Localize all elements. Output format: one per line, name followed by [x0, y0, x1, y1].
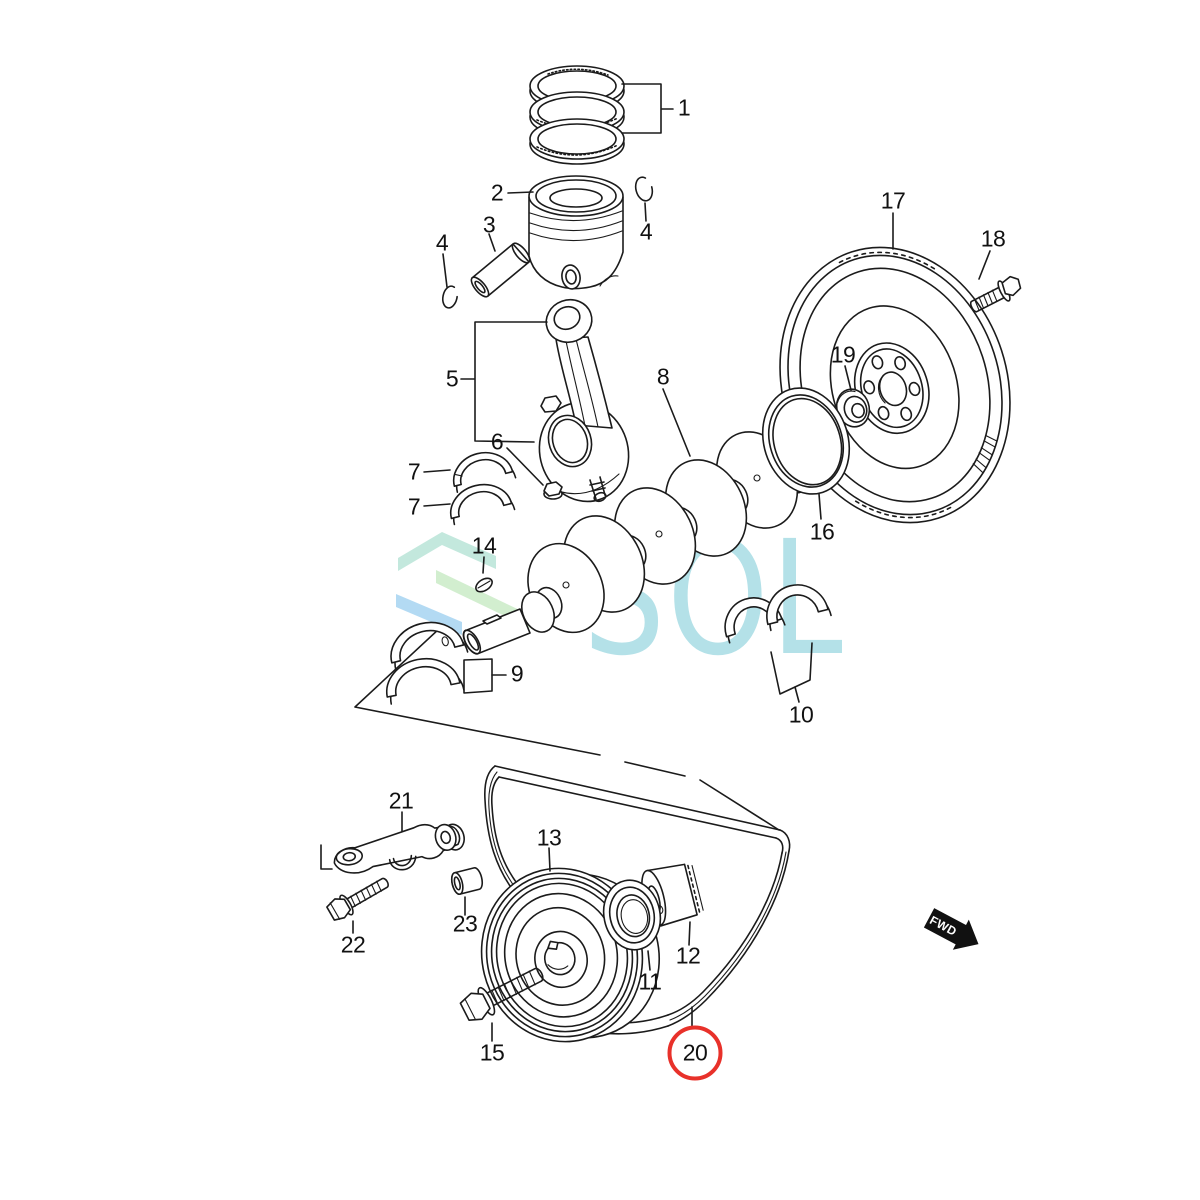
section-wedge-lines [354, 627, 780, 831]
spacer [450, 867, 484, 895]
callout-3: 3 [482, 211, 496, 238]
woodruff-key [475, 577, 493, 593]
seal-ring [602, 879, 662, 951]
rod-bearings [450, 451, 517, 526]
callout-23: 23 [452, 910, 478, 937]
piston-pin [470, 242, 531, 298]
callout-16: 16 [809, 518, 835, 545]
callout-8: 8 [656, 363, 670, 390]
leader-lines [352, 83, 991, 1042]
piston [528, 175, 624, 290]
piston-ring-set [529, 65, 625, 165]
callout-4-right: 4 [639, 218, 653, 245]
pilot-bearing [835, 388, 871, 428]
tensioner-bracket [320, 823, 465, 874]
callout-18: 18 [980, 225, 1006, 252]
main-bearing [385, 621, 493, 705]
callout-11: 11 [638, 968, 662, 995]
callout-17: 17 [880, 187, 906, 214]
callout-10: 10 [788, 701, 814, 728]
callout-7-lower: 7 [407, 493, 421, 520]
callout-1: 1 [677, 94, 691, 121]
bracket-bolt [326, 877, 389, 921]
callout-6: 6 [490, 428, 504, 455]
crank-pulley [480, 867, 661, 1043]
fwd-arrow-icon [923, 908, 979, 950]
callout-12: 12 [675, 942, 701, 969]
connecting-rod [538, 298, 630, 503]
callout-9: 9 [510, 660, 524, 687]
callout-19: 19 [830, 341, 856, 368]
callout-7-upper: 7 [407, 458, 421, 485]
stripe-teal [398, 532, 496, 571]
callout-21: 21 [388, 787, 414, 814]
rear-ring [761, 387, 851, 495]
callout-13: 13 [536, 824, 562, 851]
rod-nut [543, 481, 563, 500]
callout-2: 2 [490, 179, 504, 206]
callout-20-highlighted: 20 [682, 1039, 708, 1066]
snap-rings [441, 176, 654, 309]
highlight-circle-part-20 [667, 1025, 723, 1081]
callout-22: 22 [340, 931, 366, 958]
callout-4-left: 4 [435, 229, 449, 256]
callout-5: 5 [445, 365, 459, 392]
flywheel-bolt [970, 275, 1022, 313]
callout-15: 15 [479, 1039, 505, 1066]
fwd-marker: FWD [923, 908, 979, 950]
pulley-bolt [459, 967, 544, 1021]
thrust-washers [724, 584, 832, 695]
callout-14: 14 [471, 532, 497, 559]
